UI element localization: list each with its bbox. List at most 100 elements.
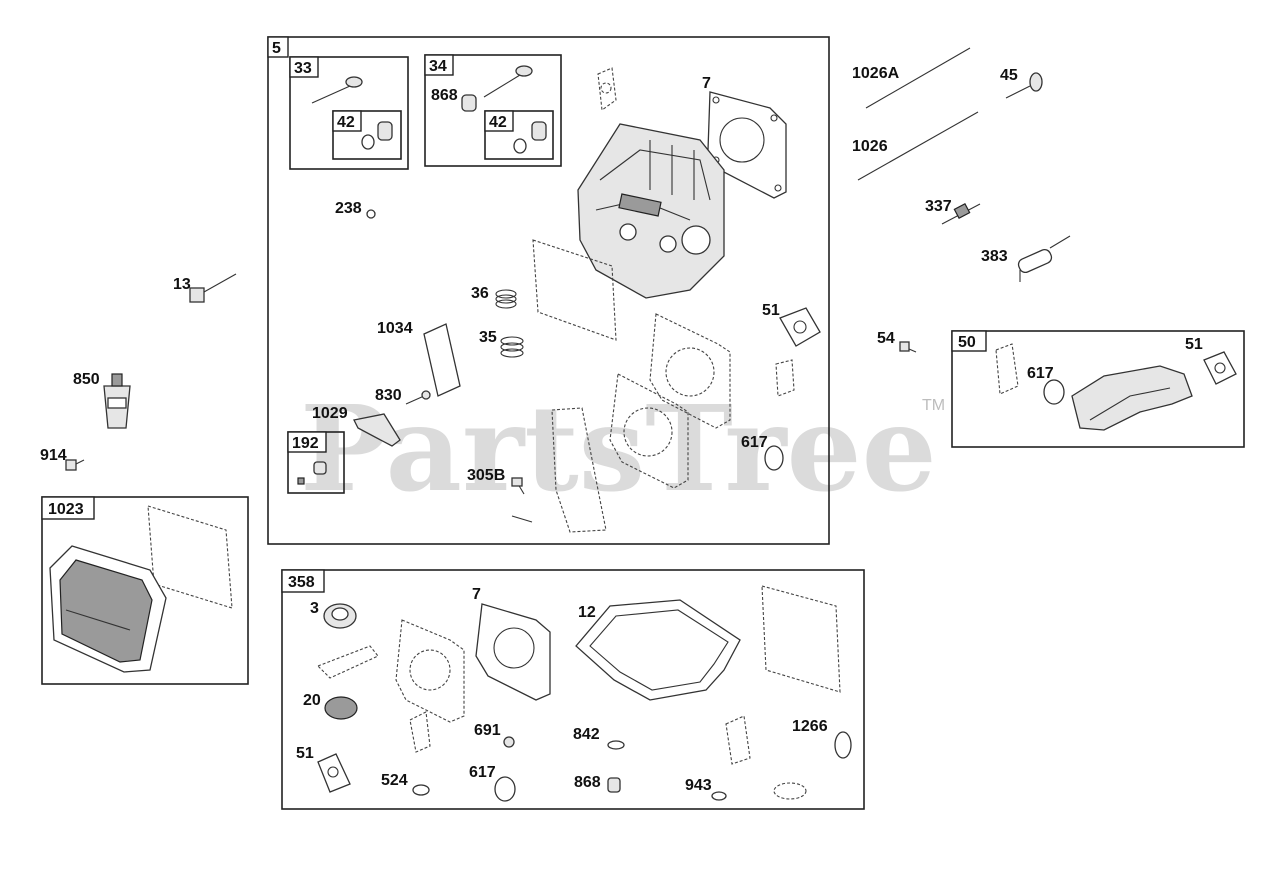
part-868-label[interactable]: 868 bbox=[431, 87, 458, 104]
part-830-label[interactable]: 830 bbox=[375, 387, 402, 404]
head-gasket-icon-358[interactable] bbox=[475, 603, 551, 701]
pushrod-icon-2[interactable] bbox=[857, 111, 979, 181]
gasket-dashed-icon-358b[interactable] bbox=[761, 585, 841, 693]
o-ring-dashed-icon[interactable] bbox=[773, 782, 807, 800]
part-617-label[interactable]: 617 bbox=[741, 434, 768, 451]
breather-tube-icon[interactable] bbox=[1017, 235, 1071, 282]
part-337-label[interactable]: 337 bbox=[925, 198, 952, 215]
oil-seal-icon-2[interactable] bbox=[324, 696, 358, 720]
rocker-arm-icon[interactable] bbox=[353, 413, 401, 447]
group-192-label[interactable]: 192 bbox=[292, 435, 319, 452]
o-ring-icon[interactable] bbox=[764, 445, 784, 471]
exhaust-gasket-icon-3[interactable] bbox=[317, 753, 351, 793]
part-51-label-2[interactable]: 51 bbox=[1185, 336, 1203, 353]
bolt-icon-extra[interactable] bbox=[511, 515, 533, 523]
part-7-label-2[interactable]: 7 bbox=[472, 586, 481, 603]
part-51-label[interactable]: 51 bbox=[762, 302, 780, 319]
cover-gasket-icon[interactable] bbox=[532, 239, 617, 341]
part-1029-label[interactable]: 1029 bbox=[312, 405, 348, 422]
bolt-icon-54[interactable] bbox=[899, 341, 917, 353]
bolt-icon-13[interactable] bbox=[189, 273, 237, 303]
exhaust-gasket-icon-2[interactable] bbox=[1203, 351, 1237, 385]
part-850-label[interactable]: 850 bbox=[73, 371, 100, 388]
adjust-screw-icon[interactable] bbox=[297, 461, 327, 485]
group-50-label[interactable]: 50 bbox=[958, 334, 976, 351]
o-ring-icon-1266[interactable] bbox=[834, 731, 852, 759]
oil-seal-icon[interactable] bbox=[323, 603, 357, 629]
cylinder-head-icon[interactable] bbox=[577, 123, 725, 299]
valve-guide-icon[interactable] bbox=[1005, 72, 1043, 99]
part-868-icon-2[interactable] bbox=[607, 777, 621, 793]
group-358-label[interactable]: 358 bbox=[288, 574, 315, 591]
valve-cover-icon[interactable] bbox=[49, 545, 167, 673]
gasket-dashed-small-icon[interactable] bbox=[775, 359, 795, 397]
part-1026-label[interactable]: 1026 bbox=[852, 138, 888, 155]
intake-manifold-icon[interactable] bbox=[1071, 365, 1193, 431]
exhaust-gasket-icon[interactable] bbox=[779, 307, 821, 347]
part-35-label[interactable]: 35 bbox=[479, 329, 497, 346]
sealant-tube-icon[interactable] bbox=[103, 373, 131, 429]
head-gasket-dashed-icon-2[interactable] bbox=[609, 373, 689, 489]
group-1023-box bbox=[41, 496, 249, 685]
part-238-icon[interactable] bbox=[366, 209, 376, 219]
group-1023-label[interactable]: 1023 bbox=[48, 501, 84, 518]
part-54-label[interactable]: 54 bbox=[877, 330, 895, 347]
part-524-icon[interactable] bbox=[412, 784, 430, 796]
part-868-label-2[interactable]: 868 bbox=[574, 774, 601, 791]
group-33-label[interactable]: 33 bbox=[294, 60, 312, 77]
valve-icon[interactable] bbox=[311, 76, 363, 104]
group-42b-label[interactable]: 42 bbox=[489, 114, 507, 131]
valve-spring-icon-2[interactable] bbox=[500, 336, 524, 358]
part-842-icon[interactable] bbox=[607, 740, 625, 750]
part-383-label[interactable]: 383 bbox=[981, 248, 1008, 265]
part-305B-label[interactable]: 305B bbox=[467, 467, 505, 484]
part-3-label[interactable]: 3 bbox=[310, 600, 319, 617]
part-51-label-3[interactable]: 51 bbox=[296, 745, 314, 762]
gasket-dashed-icon-358c[interactable] bbox=[409, 711, 431, 753]
part-524-label[interactable]: 524 bbox=[381, 772, 408, 789]
group-34-label[interactable]: 34 bbox=[429, 58, 447, 75]
intake-gasket-dashed-icon[interactable] bbox=[995, 343, 1019, 395]
part-1266-label[interactable]: 1266 bbox=[792, 718, 828, 735]
valve-seal-icon-2[interactable] bbox=[513, 121, 547, 154]
baffle-dashed-icon[interactable] bbox=[551, 407, 607, 533]
o-ring-icon-3[interactable] bbox=[494, 776, 516, 802]
gasket-dashed-icon-358d[interactable] bbox=[725, 715, 751, 765]
group-5-label[interactable]: 5 bbox=[272, 40, 281, 57]
part-691-icon[interactable] bbox=[503, 736, 515, 748]
part-1026A-label[interactable]: 1026A bbox=[852, 65, 900, 82]
part-943-label[interactable]: 943 bbox=[685, 777, 712, 794]
head-gasket-dashed-icon-358[interactable] bbox=[395, 619, 465, 723]
part-13-label[interactable]: 13 bbox=[173, 276, 191, 293]
o-ring-icon-2[interactable] bbox=[1043, 379, 1065, 405]
valve-spring-icon[interactable] bbox=[495, 289, 517, 309]
group-42a-label[interactable]: 42 bbox=[337, 114, 355, 131]
crankcase-gasket-icon[interactable] bbox=[575, 599, 741, 701]
part-691-label[interactable]: 691 bbox=[474, 722, 501, 739]
part-36-label[interactable]: 36 bbox=[471, 285, 489, 302]
cover-gasket-dashed-icon[interactable] bbox=[147, 505, 233, 609]
part-238-label[interactable]: 238 bbox=[335, 200, 362, 217]
rocker-plate-icon[interactable] bbox=[423, 323, 461, 397]
part-7-label[interactable]: 7 bbox=[702, 75, 711, 92]
part-1034-label[interactable]: 1034 bbox=[377, 320, 413, 337]
spark-plug-icon[interactable] bbox=[941, 202, 981, 225]
valve-seal-icon[interactable] bbox=[361, 121, 393, 150]
part-842-label[interactable]: 842 bbox=[573, 726, 600, 743]
gasket-dashed-icon-358a[interactable] bbox=[317, 645, 379, 679]
head-gasket-dashed-icon[interactable] bbox=[649, 313, 731, 429]
part-12-label[interactable]: 12 bbox=[578, 604, 596, 621]
gasket-icon-top[interactable] bbox=[597, 67, 617, 111]
part-943-icon[interactable] bbox=[711, 791, 727, 801]
bolt-icon-914[interactable] bbox=[65, 459, 85, 471]
part-617-label-2[interactable]: 617 bbox=[1027, 365, 1054, 382]
part-20-label[interactable]: 20 bbox=[303, 692, 321, 709]
pushrod-icon[interactable] bbox=[865, 47, 971, 109]
bolt-icon-305b[interactable] bbox=[511, 477, 525, 495]
stud-icon[interactable] bbox=[405, 390, 431, 405]
part-45-label[interactable]: 45 bbox=[1000, 67, 1018, 84]
part-868-icon[interactable] bbox=[461, 94, 477, 112]
part-914-label[interactable]: 914 bbox=[40, 447, 67, 464]
valve-icon-2[interactable] bbox=[483, 65, 533, 98]
part-617-label-3[interactable]: 617 bbox=[469, 764, 496, 781]
